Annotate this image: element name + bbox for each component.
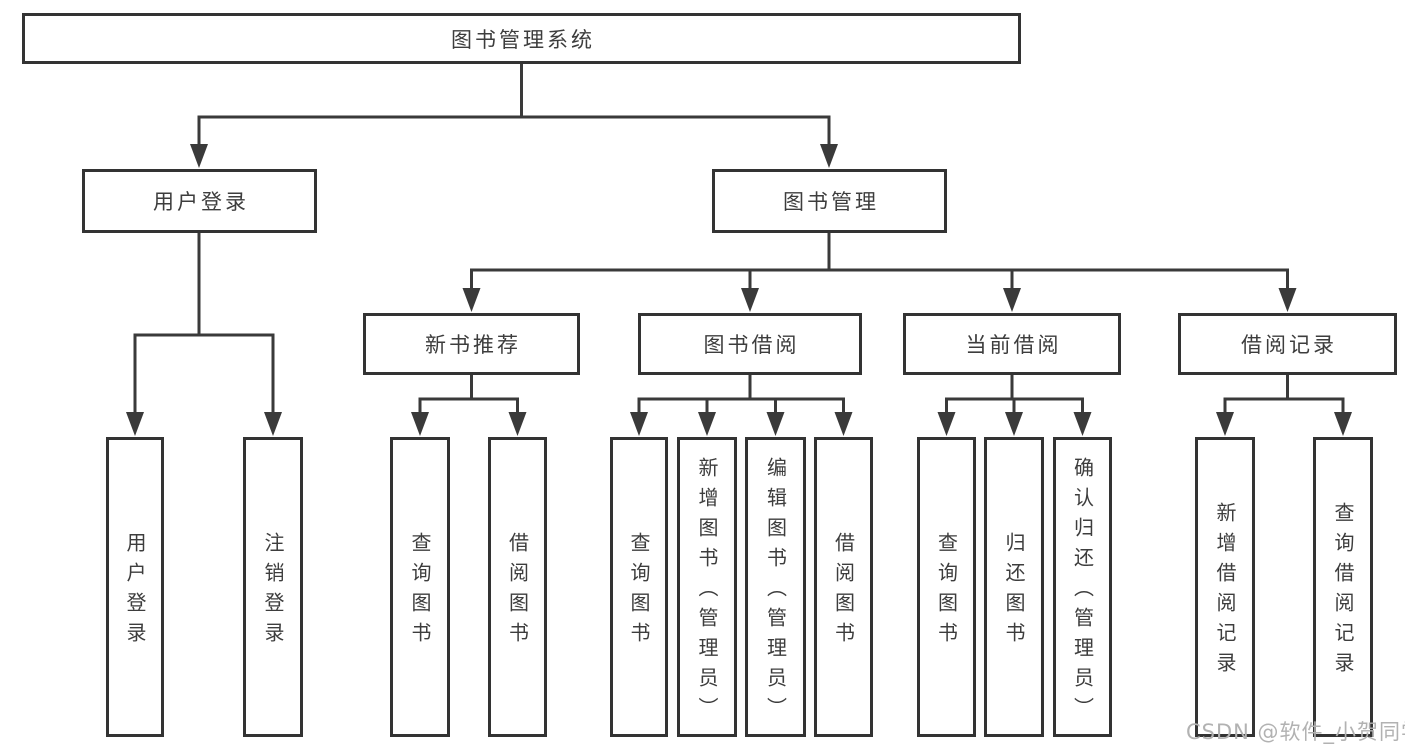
leaf-add-borrow-record: 新增借阅记录 <box>1195 437 1255 737</box>
node-label: 注销登录 <box>261 532 285 652</box>
node-label: 图书管理系统 <box>451 27 595 52</box>
node-book-management: 图书管理 <box>712 169 947 233</box>
leaf-user-login: 用户登录 <box>106 437 164 737</box>
node-label: 查询借阅记录 <box>1331 502 1355 682</box>
node-label: 图书借阅 <box>703 333 800 357</box>
node-label: 图书管理 <box>783 190 879 214</box>
node-label: 查询图书 <box>408 532 432 652</box>
arrowheads <box>126 144 1352 436</box>
leaf-borrow-books-borrowing: 借阅图书 <box>814 437 873 737</box>
leaf-query-books-current: 查询图书 <box>917 437 976 737</box>
node-label: 编辑图书（管理员） <box>763 457 788 727</box>
node-label: 归还图书 <box>1002 532 1026 652</box>
node-label: 确认归还（管理员） <box>1070 457 1095 727</box>
leaf-add-book-admin: 新增图书（管理员） <box>677 437 737 737</box>
leaf-borrow-books-recommend: 借阅图书 <box>488 437 547 737</box>
node-label: 用户登录 <box>153 190 249 214</box>
node-label: 借阅图书 <box>831 532 856 652</box>
leaf-return-book: 归还图书 <box>984 437 1044 737</box>
node-label: 新增借阅记录 <box>1213 502 1237 682</box>
leaf-edit-book-admin: 编辑图书（管理员） <box>745 437 806 737</box>
node-label: 借阅记录 <box>1241 333 1337 357</box>
csdn-watermark: CSDN @软件_小贺同学 <box>1186 720 1405 744</box>
leaf-query-books-recommend: 查询图书 <box>390 437 450 737</box>
leaf-query-borrow-record: 查询借阅记录 <box>1313 437 1373 737</box>
node-label: 新增图书（管理员） <box>695 457 719 727</box>
node-new-book-recommendation: 新书推荐 <box>363 313 580 375</box>
node-user-login: 用户登录 <box>82 169 317 233</box>
node-label: 查询图书 <box>934 532 959 652</box>
node-label: 用户登录 <box>123 532 147 652</box>
node-book-borrowing: 图书借阅 <box>638 313 862 375</box>
node-label: 查询图书 <box>627 532 651 652</box>
leaf-logout: 注销登录 <box>243 437 303 737</box>
leaf-confirm-return-admin: 确认归还（管理员） <box>1053 437 1112 737</box>
node-label: 新书推荐 <box>425 333 521 357</box>
node-label: 借阅图书 <box>505 532 530 652</box>
node-library-system: 图书管理系统 <box>22 13 1021 64</box>
leaf-query-books-borrowing: 查询图书 <box>610 437 668 737</box>
node-borrowing-records: 借阅记录 <box>1178 313 1397 375</box>
node-label: 当前借阅 <box>965 333 1062 357</box>
node-current-borrowing: 当前借阅 <box>903 313 1121 375</box>
